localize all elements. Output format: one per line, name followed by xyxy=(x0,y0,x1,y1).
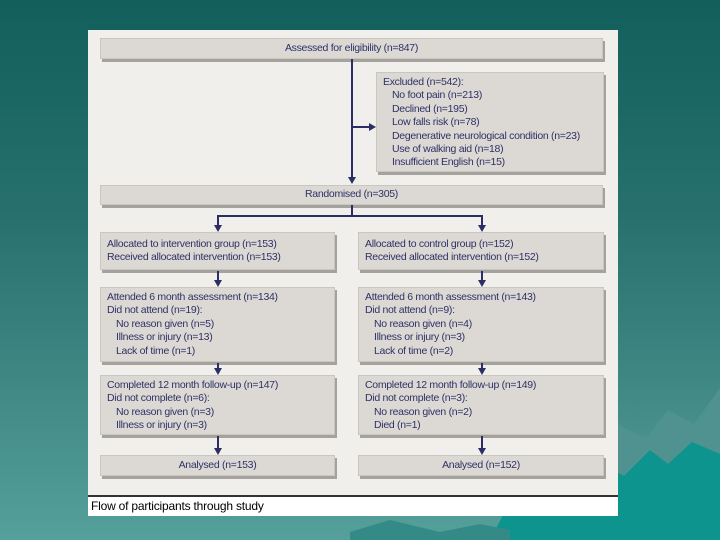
assessment-line: No reason given (n=4) xyxy=(374,317,472,330)
caption-bar: Flow of participants through study xyxy=(88,495,618,516)
box-analysed-intervention: Analysed (n=153) xyxy=(100,455,335,476)
connector-right xyxy=(481,363,483,369)
arrowhead-down-icon xyxy=(214,280,222,287)
box-allocation-intervention: Allocated to intervention group (n=153) … xyxy=(100,232,335,270)
followup-line: Completed 12 month follow-up (n=149) xyxy=(365,379,537,391)
arrowhead-down-icon xyxy=(478,448,486,455)
arrowhead-down-icon xyxy=(478,368,486,375)
assessment-line: Lack of time (n=2) xyxy=(374,344,453,357)
excluded-item: Declined (n=195) xyxy=(392,102,468,115)
connector-split-bar xyxy=(217,215,483,217)
excluded-item: Degenerative neurological condition (n=2… xyxy=(392,129,580,142)
connector-excluded-branch xyxy=(352,126,370,128)
followup-line: Did not complete (n=6): xyxy=(107,392,210,405)
assessment-line: Lack of time (n=1) xyxy=(116,344,195,357)
box-12month-intervention: Completed 12 month follow-up (n=147) Did… xyxy=(100,375,335,435)
assessed-label: Assessed for eligibility (n=847) xyxy=(284,41,419,54)
box-analysed-control: Analysed (n=152) xyxy=(358,455,604,476)
assessment-line: Did not attend (n=19): xyxy=(107,304,203,317)
allocation-line: Allocated to intervention group (n=153) xyxy=(107,238,277,250)
box-assessed-eligibility: Assessed for eligibility (n=847) xyxy=(100,38,603,59)
assessment-line: Attended 6 month assessment (n=143) xyxy=(365,291,536,303)
arrowhead-down-icon xyxy=(214,448,222,455)
analysed-label: Analysed (n=152) xyxy=(442,458,520,471)
allocation-line: Received allocated intervention (n=153) xyxy=(107,251,281,264)
followup-line: Illness or injury (n=3) xyxy=(116,419,207,432)
analysed-label: Analysed (n=153) xyxy=(178,458,257,471)
allocation-line: Received allocated intervention (n=152) xyxy=(365,251,539,264)
allocation-line: Allocated to control group (n=152) xyxy=(365,238,514,250)
box-6month-control: Attended 6 month assessment (n=143) Did … xyxy=(358,287,604,362)
assessment-line: Illness or injury (n=13) xyxy=(116,331,213,344)
excluded-title: Excluded (n=542): xyxy=(383,76,464,88)
assessment-line: No reason given (n=5) xyxy=(116,317,214,330)
arrowhead-down-icon xyxy=(348,177,356,184)
excluded-item: Use of walking aid (n=18) xyxy=(392,143,504,156)
excluded-item: Insufficient English (n=15) xyxy=(392,156,505,169)
connector-split-right xyxy=(481,215,483,226)
excluded-item: No foot pain (n=213) xyxy=(392,89,483,102)
arrowhead-down-icon xyxy=(478,280,486,287)
connector-split-stem xyxy=(351,205,353,216)
connector-right xyxy=(481,436,483,449)
followup-line: Did not complete (n=3): xyxy=(365,392,468,405)
arrowhead-right-icon xyxy=(369,123,376,131)
box-6month-intervention: Attended 6 month assessment (n=134) Did … xyxy=(100,287,335,362)
followup-line: No reason given (n=2) xyxy=(374,405,472,418)
assessment-line: Did not attend (n=9): xyxy=(365,304,455,317)
connector-right xyxy=(481,271,483,281)
box-12month-control: Completed 12 month follow-up (n=149) Did… xyxy=(358,375,604,435)
followup-line: No reason given (n=3) xyxy=(116,405,214,418)
followup-line: Completed 12 month follow-up (n=147) xyxy=(107,379,279,391)
arrowhead-down-icon xyxy=(214,368,222,375)
randomised-label: Randomised (n=305) xyxy=(305,188,398,201)
connector-left xyxy=(217,363,219,369)
assessment-line: Illness or injury (n=3) xyxy=(374,331,465,344)
excluded-item: Low falls risk (n=78) xyxy=(392,116,480,129)
figure-panel: Assessed for eligibility (n=847) Exclude… xyxy=(88,30,618,516)
arrowhead-down-icon xyxy=(478,225,486,232)
connector-left xyxy=(217,271,219,281)
assessment-line: Attended 6 month assessment (n=134) xyxy=(107,291,278,303)
followup-line: Died (n=1) xyxy=(374,419,421,432)
connector-split-left xyxy=(217,215,219,226)
arrowhead-down-icon xyxy=(214,225,222,232)
box-allocation-control: Allocated to control group (n=152) Recei… xyxy=(358,232,604,270)
box-randomised: Randomised (n=305) xyxy=(100,185,603,205)
box-excluded: Excluded (n=542): No foot pain (n=213) D… xyxy=(376,72,604,172)
figure-caption: Flow of participants through study xyxy=(91,499,264,513)
connector-assessed-randomised xyxy=(351,59,353,179)
connector-left xyxy=(217,436,219,449)
